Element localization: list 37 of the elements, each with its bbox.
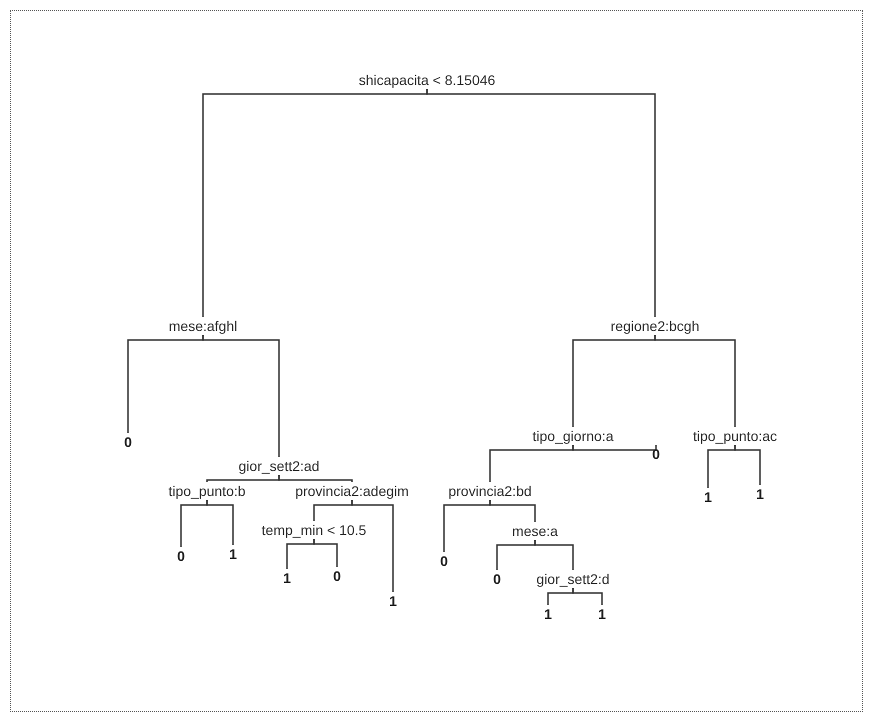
- split-label: tipo_punto:ac: [692, 428, 778, 444]
- tree-branch: [206, 500, 234, 545]
- leaf-label: 0: [440, 553, 448, 569]
- split-label: provincia2:adegim: [295, 483, 409, 499]
- tree-branch: [202, 335, 280, 457]
- tree-branch: [534, 540, 574, 570]
- split-label: regione2:bcgh: [610, 318, 700, 334]
- tree-branch: [734, 445, 761, 485]
- leaf-label: 1: [704, 489, 712, 505]
- split-label: mese:afghl: [168, 318, 238, 334]
- tree-branch: [654, 335, 736, 427]
- tree-branch: [489, 500, 536, 522]
- tree-branch: [278, 475, 353, 482]
- leaf-label: 0: [333, 568, 341, 584]
- leaf-label: 0: [493, 571, 501, 587]
- tree-branch: [426, 89, 656, 317]
- leaf-label: 1: [756, 486, 764, 502]
- split-label: mese:a: [512, 523, 558, 539]
- split-label: tipo_giorno:a: [532, 428, 614, 444]
- tree-branch: [351, 500, 394, 592]
- split-label: shicapacita < 8.15046: [358, 72, 496, 88]
- leaf-label: 0: [652, 446, 660, 462]
- tree-branch: [572, 445, 657, 451]
- split-label: temp_min < 10.5: [262, 522, 366, 538]
- leaf-label: 1: [283, 570, 291, 586]
- tree-branch: [313, 539, 338, 567]
- leaf-label: 1: [598, 606, 606, 622]
- leaf-label: 1: [389, 593, 397, 609]
- leaf-label: 1: [544, 606, 552, 622]
- split-label: gior_sett2:d: [536, 571, 610, 587]
- leaf-label: 0: [177, 548, 185, 564]
- split-label: gior_sett2:ad: [238, 458, 320, 474]
- tree-branch: [572, 588, 603, 605]
- split-label: tipo_punto:b: [168, 483, 246, 499]
- leaf-label: 0: [124, 434, 132, 450]
- split-label: provincia2:bd: [448, 483, 532, 499]
- leaf-label: 1: [229, 546, 237, 562]
